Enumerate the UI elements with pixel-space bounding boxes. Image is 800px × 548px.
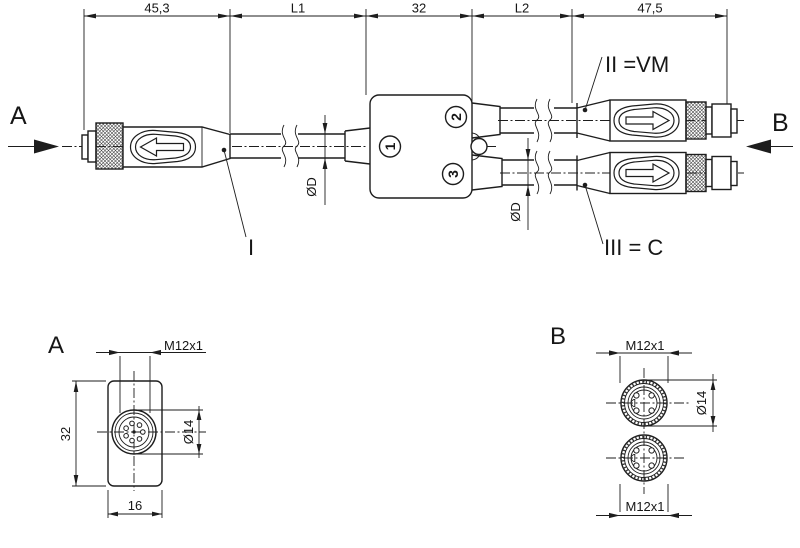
view-a-diameter-label: Ø14 <box>181 420 196 445</box>
callout-part-iii: III = C <box>582 182 663 260</box>
view-b-arrow-icon <box>746 139 771 154</box>
dim-label-45-3: 45,3 <box>144 1 169 16</box>
view-b-thread-bottom-label: M12x1 <box>625 499 664 514</box>
direction-arrow-left-icon <box>129 129 197 165</box>
socket-pins <box>123 420 146 444</box>
dim-cable-diameter-right: ØD <box>508 138 531 230</box>
view-b-thread-top-label: M12x1 <box>625 338 664 353</box>
cable-diameter-right-label: ØD <box>508 202 523 222</box>
port-1-label: 1 <box>382 142 398 150</box>
view-b-diameter-label: Ø14 <box>694 391 709 416</box>
port-2-label: 2 <box>448 113 464 121</box>
callout-iii-label: III = C <box>604 235 663 260</box>
dim-view-a-width: 16 <box>107 490 163 518</box>
port-1-badge: 1 <box>378 135 402 158</box>
plug-face-bottom <box>620 434 668 482</box>
knurled-ring <box>685 153 707 193</box>
dimension-chain: 45,3 L1 32 L2 47,5 <box>83 1 728 133</box>
keying-notch <box>630 453 636 463</box>
plug-face-top <box>620 379 668 427</box>
dim-view-b-diameter: Ø14 <box>646 374 717 432</box>
connector-right-bottom <box>576 151 738 195</box>
cable-break-icon <box>281 124 287 168</box>
dim-label-32: 32 <box>412 1 426 16</box>
splitter-web-hole <box>470 137 488 156</box>
knurled-ring <box>685 101 707 140</box>
cable-break-icon <box>547 150 553 195</box>
view-a-arrow-icon <box>34 139 59 154</box>
keying-notch <box>630 398 636 408</box>
callout-i-label: I <box>248 235 254 260</box>
view-a-title: A <box>48 332 64 359</box>
port-3-badge: 3 <box>441 162 465 186</box>
connector-left <box>81 122 231 170</box>
dim-label-l1: L1 <box>291 1 305 16</box>
dim-view-b-thread-top: M12x1 <box>596 338 692 383</box>
cable-break-icon <box>534 98 540 143</box>
cable-right-top <box>500 98 577 143</box>
view-a-arrow-label: A <box>10 102 27 130</box>
view-a-height-label: 32 <box>58 427 73 441</box>
cable-left <box>230 124 345 168</box>
callout-part-ii: II =VM <box>582 52 669 113</box>
view-b-title: B <box>550 323 566 350</box>
cable-diameter-left-label: ØD <box>304 177 319 197</box>
dim-view-a-thread: M12x1 <box>96 338 206 413</box>
port-2-badge: 2 <box>444 105 468 129</box>
dim-label-47-5: 47,5 <box>637 1 662 16</box>
cable-break-icon <box>547 98 553 143</box>
connector-right-top <box>576 99 738 142</box>
cable-right-bottom <box>502 150 577 195</box>
view-b-arrow-label: B <box>772 109 789 137</box>
splitter-body: 1 2 3 <box>344 94 503 199</box>
cable-break-icon <box>534 150 540 195</box>
direction-arrow-right-icon <box>613 155 680 191</box>
port-3-label: 3 <box>445 170 461 178</box>
view-a: A 32 16 <box>48 332 206 518</box>
view-direction-b: B <box>746 109 793 154</box>
dim-view-a-height: 32 <box>58 380 106 487</box>
knurled-nut <box>95 122 124 170</box>
dim-label-l2: L2 <box>515 1 529 16</box>
callout-ii-label: II =VM <box>605 52 669 77</box>
dim-view-a-diameter: Ø14 <box>134 406 203 458</box>
dim-view-b-thread-bottom: M12x1 <box>596 484 692 519</box>
direction-arrow-right-icon <box>613 103 680 138</box>
view-b: B M <box>550 323 717 519</box>
callout-part-i: I <box>221 147 254 260</box>
view-direction-a: A <box>8 102 59 154</box>
view-a-thread-label: M12x1 <box>164 338 203 353</box>
cable-break-icon <box>294 124 300 168</box>
view-a-width-label: 16 <box>128 498 142 513</box>
dim-cable-diameter-left: ØD <box>304 115 328 205</box>
